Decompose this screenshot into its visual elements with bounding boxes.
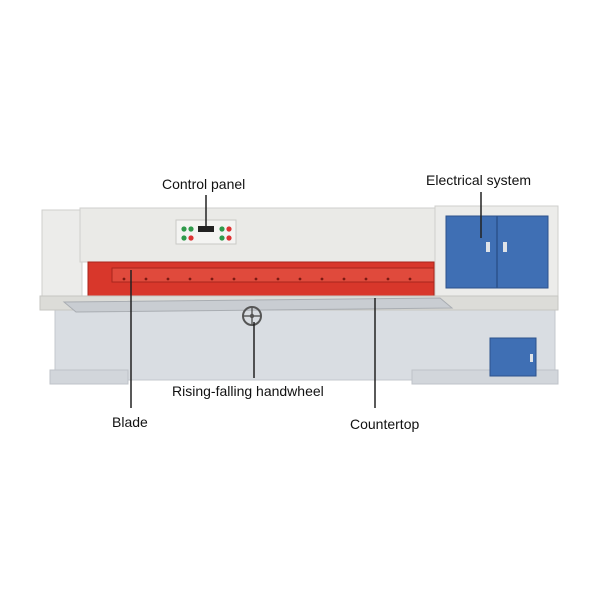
machine-base xyxy=(54,309,556,381)
countertop-plate xyxy=(62,297,454,313)
control-button-8 xyxy=(226,235,232,241)
lower-cabinet xyxy=(489,337,537,377)
blade-bar xyxy=(111,267,435,283)
control-button-4 xyxy=(226,226,232,232)
label-electrical-system: Electrical system xyxy=(426,172,532,188)
cabinet-handle-left xyxy=(486,242,490,252)
control-button-2 xyxy=(188,226,194,232)
handwheel-icon xyxy=(242,306,262,326)
control-button-3 xyxy=(219,226,225,232)
label-countertop: Countertop xyxy=(350,416,420,432)
leader-lines xyxy=(130,192,482,408)
base-foot-left xyxy=(49,369,129,385)
blade-bolts xyxy=(122,277,412,281)
top-beam xyxy=(79,207,438,263)
cabinet-handle-right xyxy=(503,242,507,252)
control-button-1 xyxy=(181,226,187,232)
control-button-5 xyxy=(181,235,187,241)
control-button-7 xyxy=(219,235,225,241)
lower-cabinet-handle xyxy=(530,354,533,362)
label-blade: Blade xyxy=(112,414,148,430)
label-handwheel: Rising-falling handwheel xyxy=(172,383,324,399)
control-button-6 xyxy=(188,235,194,241)
label-control-panel: Control panel xyxy=(162,176,246,192)
left-side-pillar xyxy=(41,209,83,311)
